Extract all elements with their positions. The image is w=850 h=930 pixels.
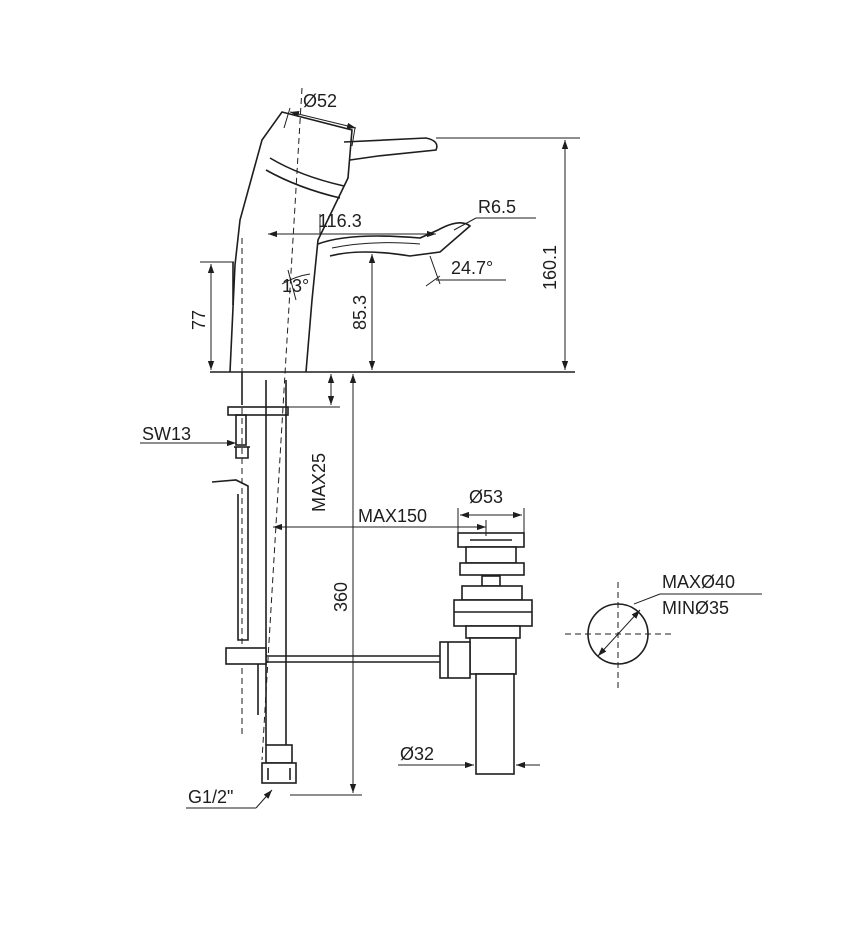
label-g12: G1/2" — [188, 787, 233, 807]
label-d32: Ø32 — [400, 744, 434, 764]
dimension-labels: Ø52 R6.5 116.3 24.7° 13° 160.1 77 85.3 S… — [142, 91, 735, 807]
label-d53: Ø53 — [469, 487, 503, 507]
label-d853: 85.3 — [350, 295, 370, 330]
label-a13: 13° — [282, 276, 309, 296]
label-max40: MAXØ40 — [662, 572, 735, 592]
label-min35: MINØ35 — [662, 598, 729, 618]
faucet-body — [210, 111, 575, 373]
label-d77: 77 — [189, 310, 209, 330]
popup-waste — [439, 532, 533, 775]
mounting-hardware — [211, 372, 440, 784]
label-sw13: SW13 — [142, 424, 191, 444]
dimension-lines — [140, 107, 762, 809]
label-d52: Ø52 — [303, 91, 337, 111]
label-d1163: 116.3 — [318, 211, 362, 231]
basin-hole — [587, 603, 649, 665]
label-r65: R6.5 — [478, 197, 516, 217]
label-a247: 24.7° — [451, 258, 493, 278]
label-max25: MAX25 — [309, 453, 329, 512]
label-max150: MAX150 — [358, 506, 427, 526]
label-d1601: 160.1 — [540, 245, 560, 290]
label-d360: 360 — [331, 582, 351, 612]
